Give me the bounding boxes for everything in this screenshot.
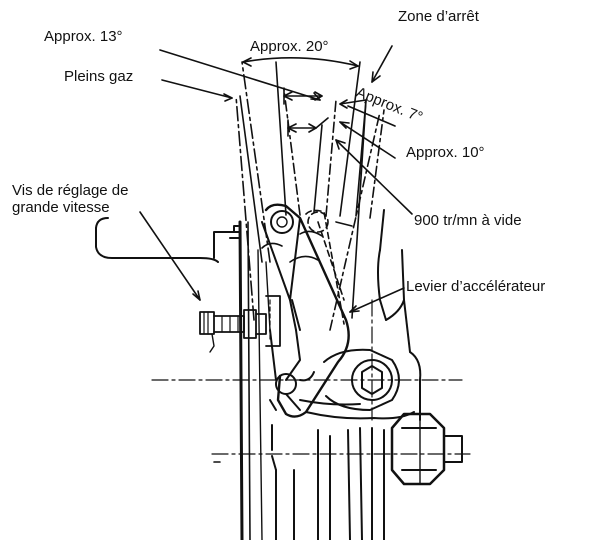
throttle-lever — [261, 203, 350, 418]
label-vis-reglage-line1: Vis de réglage de — [12, 182, 129, 199]
lever-alt-position — [305, 209, 345, 325]
angle-rays — [235, 61, 385, 331]
label-approx-10: Approx. 10° — [406, 144, 485, 161]
engine-housing — [95, 209, 422, 540]
cable-detail — [261, 230, 323, 263]
adjust-screw — [199, 295, 281, 353]
label-zone-arret: Zone d’arrêt — [398, 8, 479, 25]
angle-dimensions — [242, 57, 367, 227]
label-approx-13: Approx. 13° — [44, 28, 123, 45]
label-pleins-gaz: Pleins gaz — [64, 68, 134, 85]
leader-lines — [139, 45, 413, 313]
hex-nut — [390, 412, 463, 486]
label-levier-accelerateur: Levier d’accélérateur — [406, 278, 546, 295]
label-vis-reglage-line2: grande vitesse — [12, 199, 110, 216]
label-900-tr-mn: 900 tr/mn à vide — [414, 212, 522, 229]
center-lines — [151, 299, 471, 455]
label-approx-20: Approx. 20° — [250, 38, 329, 55]
